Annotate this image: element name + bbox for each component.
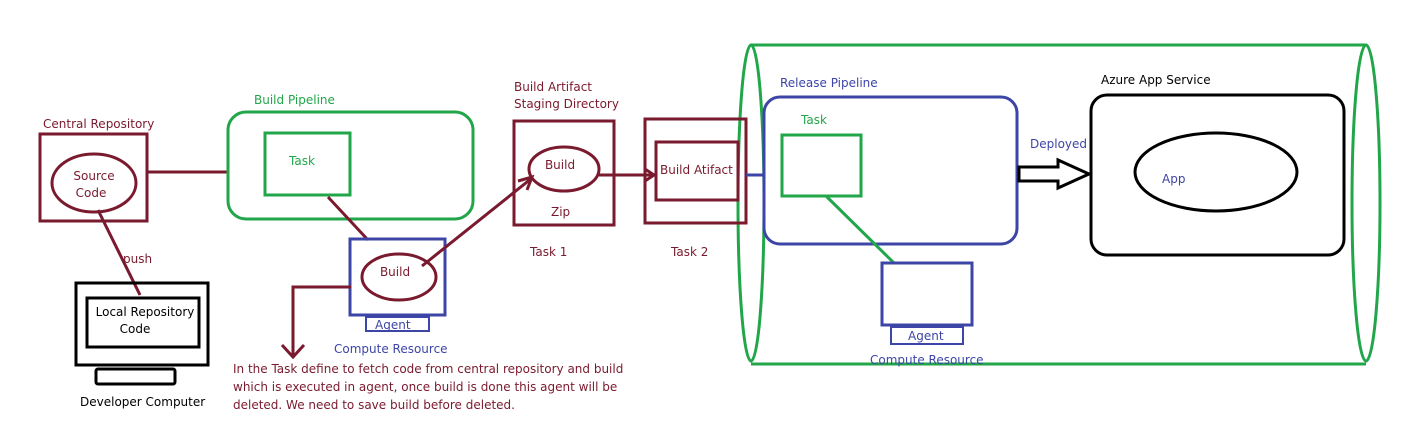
source-code-ellipse — [50, 152, 138, 214]
central-repository: Central Repository Source Code — [38, 117, 154, 223]
agent-tag-box — [365, 316, 430, 332]
compute-resource-label: Compute Resource — [334, 342, 448, 356]
release-agent-compute-box — [880, 261, 974, 327]
staging-directory: Build Artifact Staging Directory Build Z… — [512, 80, 619, 259]
build-agent: Build Agent Compute Resource — [334, 237, 448, 356]
deployed-label: Deployed — [1030, 137, 1087, 151]
local-repository-label-line2: Code — [120, 322, 151, 336]
cylinder-left-end — [736, 43, 766, 363]
agent-compute-box — [348, 237, 447, 317]
connector-release-task-to-agent — [824, 194, 896, 265]
agent-build-label: Build — [380, 265, 410, 279]
local-repository-box — [85, 296, 201, 349]
staging-build-label: Build — [545, 158, 575, 172]
note-line1: In the Task define to fetch code from ce… — [233, 362, 623, 376]
staging-title-line2: Staging Directory — [514, 97, 619, 111]
app-ellipse — [1133, 131, 1299, 213]
push-connector — [96, 209, 142, 296]
task2-label: Task 2 — [670, 245, 708, 259]
release-compute-resource-label: Compute Resource — [870, 353, 984, 367]
artifact-outer-box — [643, 117, 748, 225]
cylinder-right-end — [1350, 43, 1382, 363]
monitor-outer — [74, 281, 210, 367]
release-agent: Agent Compute Resource — [870, 261, 984, 367]
release-agent-tag-box — [890, 326, 964, 345]
app-label: App — [1162, 172, 1185, 186]
connector-task-to-agent — [326, 195, 370, 242]
deployed-arrow — [1017, 157, 1093, 191]
build-pipeline-title: Build Pipeline — [254, 93, 335, 107]
developer-computer-label: Developer Computer — [80, 395, 205, 409]
staging-zip-label: Zip — [551, 205, 570, 219]
local-repository-label-line1: Local Repository — [96, 305, 195, 319]
azure-title: Azure App Service — [1101, 73, 1211, 87]
agent-build-ellipse — [360, 252, 438, 302]
build-artifact: Build Atifact Task 2 — [643, 117, 748, 259]
release-agent-tag-label: Agent — [908, 329, 944, 343]
task1-label: Task 1 — [529, 245, 567, 259]
source-code-label-line1: Source — [73, 169, 114, 183]
artifact-label: Build Atifact — [660, 163, 733, 177]
release-environment-cylinder — [736, 43, 1382, 366]
source-code-label-line2: Code — [76, 186, 107, 200]
release-pipeline: Release Pipeline Task — [762, 76, 1019, 246]
release-pipeline-box — [762, 95, 1019, 246]
build-task-box — [263, 131, 352, 197]
azure-box — [1089, 93, 1346, 257]
push-label: push — [123, 252, 152, 266]
note-line3: deleted. We need to save build before de… — [233, 398, 515, 412]
developer-computer: Local Repository Code Developer Computer — [74, 281, 210, 409]
note-line2: which is executed in agent, once build i… — [233, 380, 617, 394]
agent-tag-label: Agent — [375, 318, 411, 332]
central-repository-title: Central Repository — [43, 117, 154, 131]
azure-app-service: Azure App Service App — [1089, 73, 1346, 257]
explanation-note: In the Task define to fetch code from ce… — [233, 362, 623, 412]
release-pipeline-title: Release Pipeline — [780, 76, 878, 90]
staging-title-line1: Build Artifact — [514, 80, 592, 94]
release-task-label: Task — [800, 113, 827, 127]
staging-box — [512, 119, 616, 227]
build-pipeline: Build Pipeline Task — [226, 93, 475, 221]
build-task-label: Task — [288, 154, 315, 168]
artifact-inner-box — [654, 140, 740, 202]
release-task-box — [780, 133, 863, 198]
computer-base — [94, 367, 177, 386]
staging-build-ellipse — [527, 145, 601, 193]
central-repository-box — [38, 132, 149, 223]
note-arrow — [280, 285, 351, 360]
